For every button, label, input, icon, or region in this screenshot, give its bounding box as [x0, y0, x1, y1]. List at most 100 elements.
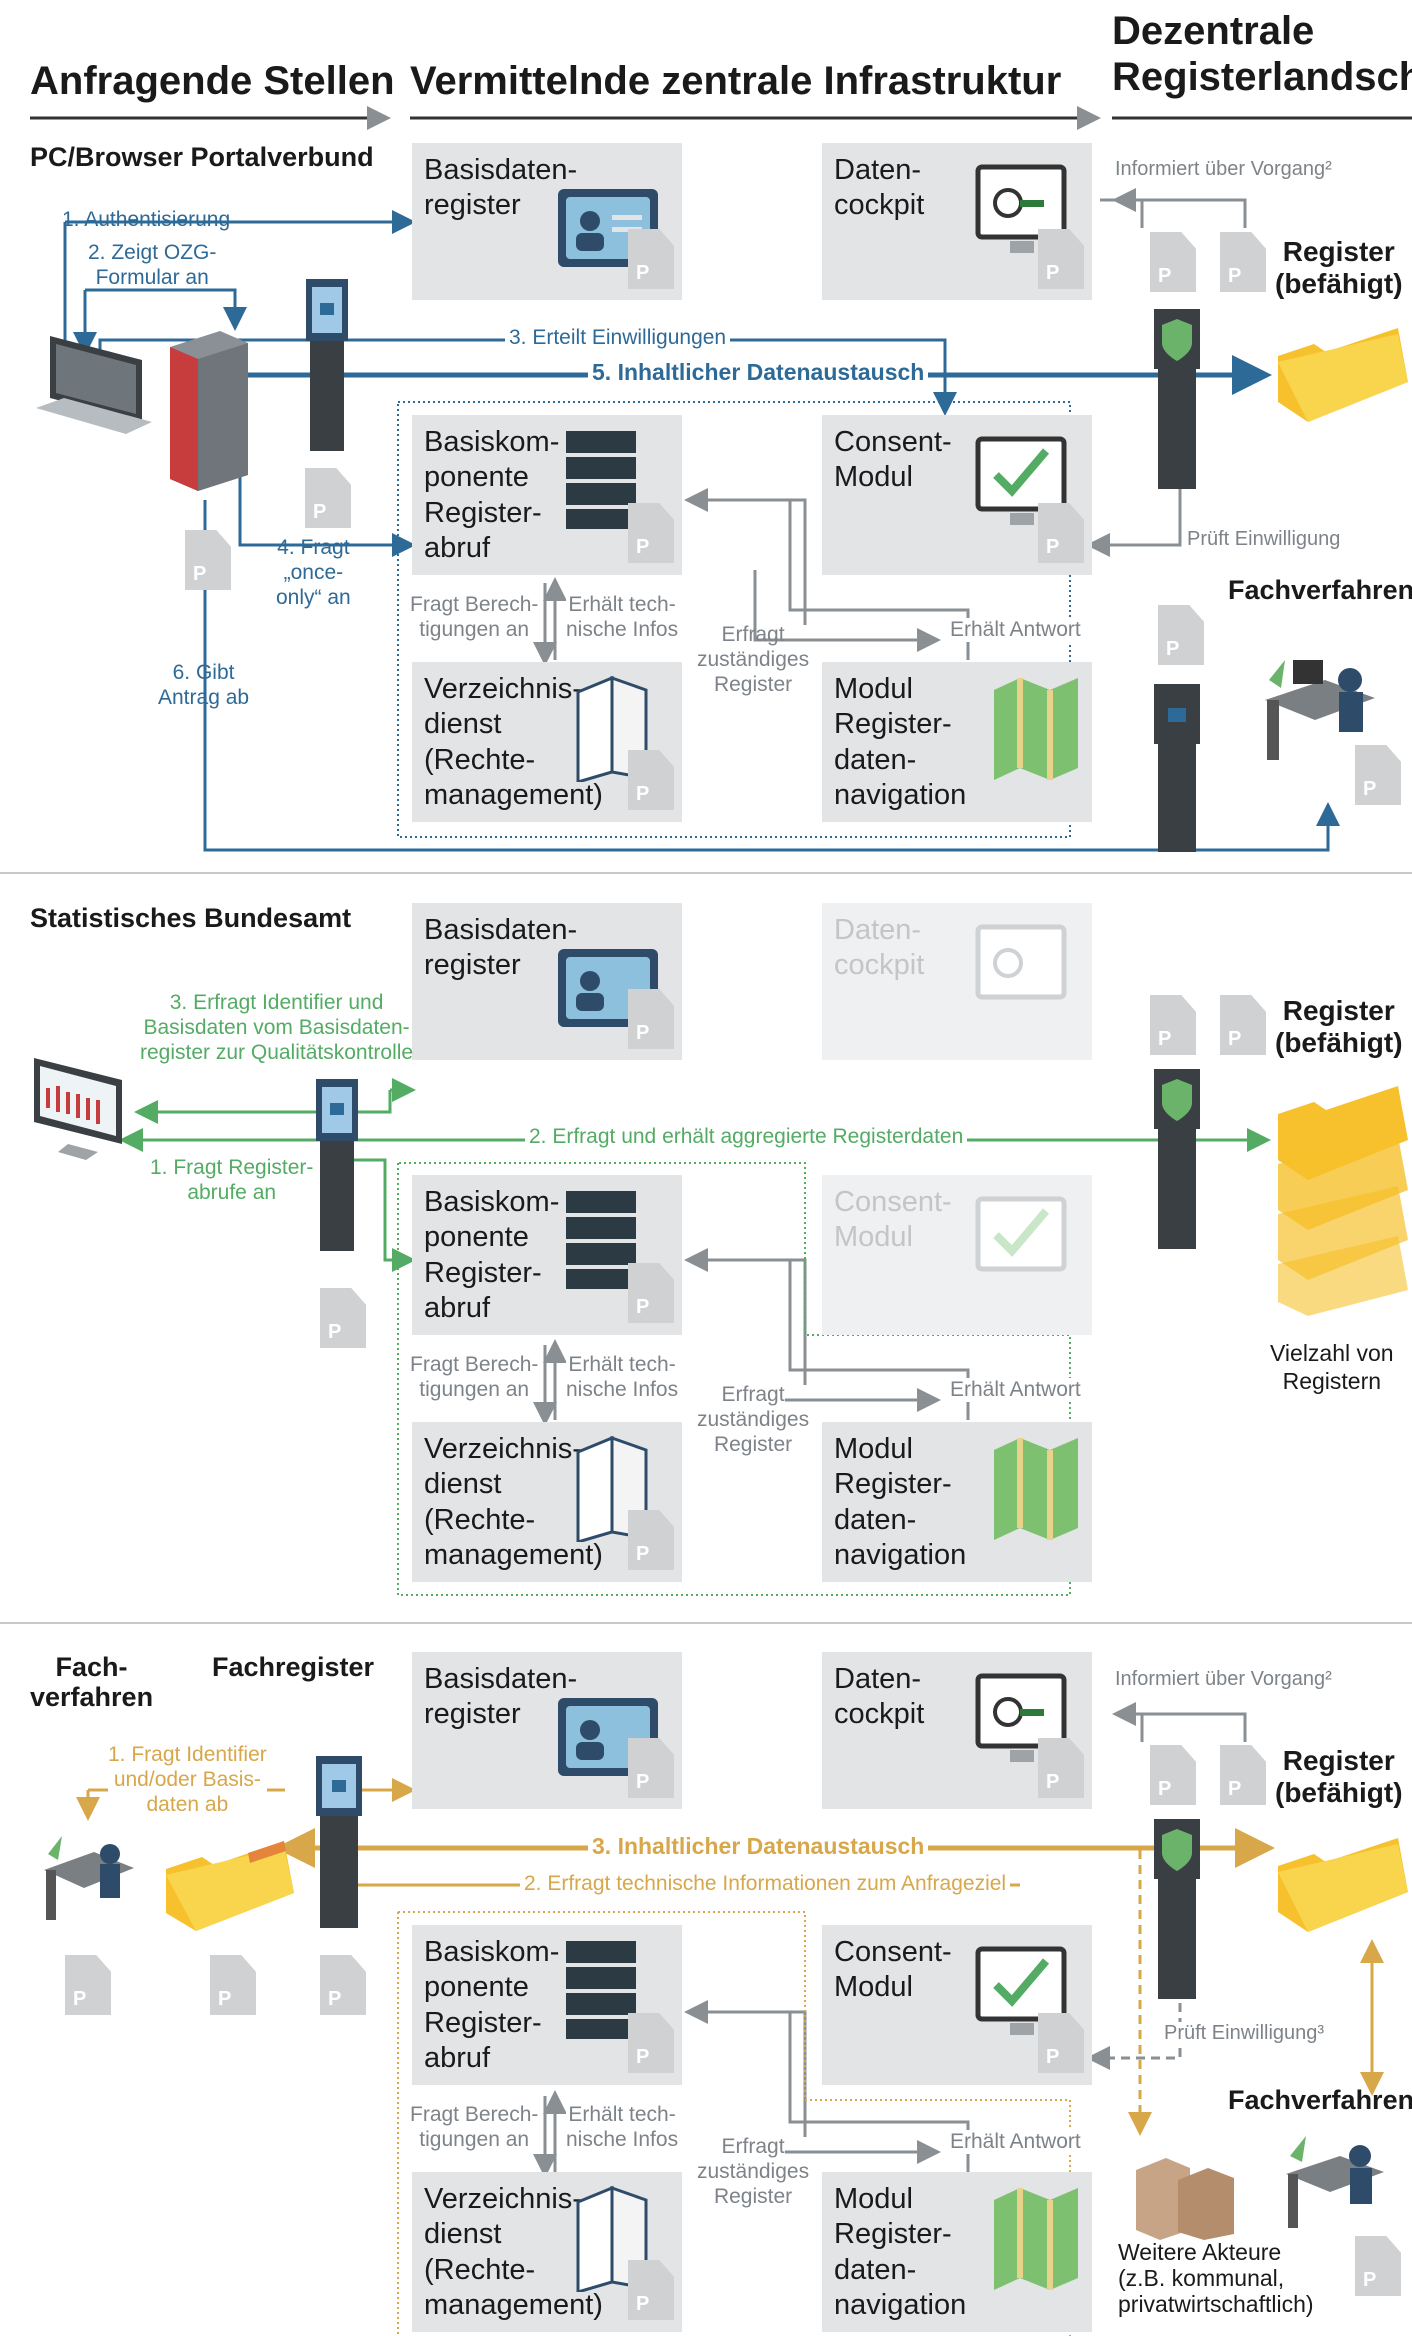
- box-label: Consent- Modul: [834, 1936, 952, 2004]
- fachverfahren-label: Fachverfahren: [1228, 575, 1412, 605]
- folder-icon: [1278, 328, 1408, 422]
- prueft-label: Prüft Einwilligung³: [1162, 2022, 1327, 2045]
- box-label: Verzeichnis- dienst (Rechte- management): [424, 2183, 603, 2322]
- box-label: Daten- cockpit: [834, 154, 925, 222]
- box-label: Modul Register- daten- navigation: [834, 2183, 967, 2322]
- map-icon: [994, 678, 1078, 780]
- section1-blue-lines: [53, 210, 1340, 852]
- lock-terminal-icon: [306, 279, 348, 451]
- erhaelt-antwort: Erhält Antwort: [950, 618, 1081, 642]
- step3-datenaustausch: 3. Inhaltlicher Datenaustausch: [588, 1833, 929, 1860]
- box-label: Daten- cockpit: [834, 1663, 925, 1731]
- box-basiskomponente: Basiskom- ponente Register- abruf: [412, 415, 682, 575]
- folder-icon: [166, 1841, 294, 1931]
- step2-erfragt-technische: 2. Erfragt technische Informationen zum …: [520, 1872, 1011, 1896]
- document-icon: [1150, 995, 1196, 1055]
- document-icon: [1150, 232, 1196, 292]
- document-icon: [628, 229, 674, 289]
- server-stack-icon: [566, 431, 636, 529]
- erhaelt-tech-infos: Erhält tech- nische Infos: [566, 2102, 679, 2153]
- box-label: Daten- cockpit: [834, 914, 925, 982]
- box-label: Verzeichnis- dienst (Rechte- management): [424, 1433, 603, 1572]
- erfragt-zustaendiges: Erfragt zuständiges Register: [697, 1383, 810, 1457]
- section3-dotted-frame: [397, 1911, 1071, 2336]
- id-card-icon: [558, 949, 658, 1027]
- document-icon: [628, 750, 674, 810]
- document-icon: [1038, 2013, 1084, 2073]
- box-label: Basisdaten- register: [424, 154, 578, 222]
- box-verzeichnisdienst: Verzeichnis- dienst (Rechte- management): [412, 662, 682, 822]
- desktop-monitor-icon: [34, 1058, 122, 1160]
- document-icon: [1038, 503, 1084, 563]
- shield-terminal-icon: [1154, 1819, 1200, 1999]
- box-label: Basisdaten- register: [424, 914, 578, 982]
- box-label: Modul Register- daten- navigation: [834, 673, 967, 812]
- lock-terminal-icon: [1154, 684, 1200, 852]
- informiert-label: Informiert über Vorgang²: [1115, 158, 1332, 180]
- box-label: Basiskom- ponente Register- abruf: [424, 1186, 560, 1325]
- document-icon: [628, 2260, 674, 2320]
- register-befaehigt: Register (befähigt): [1275, 236, 1403, 300]
- section-separator: [0, 1622, 1412, 1624]
- vielzahl-label: Vielzahl von Registern: [1270, 1340, 1394, 1394]
- step5-datenaustausch: 5. Inhaltlicher Datenaustausch: [588, 359, 929, 386]
- box-label: Basiskom- ponente Register- abruf: [424, 426, 560, 565]
- box-modul-navigation: Modul Register- daten- navigation: [822, 1422, 1092, 1582]
- office-worker-icon: [1286, 2136, 1384, 2228]
- informiert-label: Informiert über Vorgang²: [1115, 1668, 1332, 1690]
- server-tower-icon: [170, 331, 248, 491]
- monitor-key-icon: [975, 924, 1067, 1000]
- box-consent-modul: Consent- Modul: [822, 415, 1092, 575]
- box-modul-navigation: Modul Register- daten- navigation: [822, 662, 1092, 822]
- document-icon: [628, 503, 674, 563]
- box-label: Verzeichnis- dienst (Rechte- management): [424, 673, 603, 812]
- document-icon: [320, 1955, 366, 2015]
- erfragt-zustaendiges: Erfragt zuständiges Register: [697, 623, 810, 697]
- document-icon: [628, 989, 674, 1049]
- header-vermittelnde: Vermittelnde zentrale Infrastruktur: [410, 59, 1062, 103]
- monitor-key-icon: [975, 1673, 1067, 1762]
- document-icon: [628, 2013, 674, 2073]
- box-datencockpit: Daten- cockpit: [822, 143, 1092, 300]
- weitere-akteure-label: Weitere Akteure (z.B. kommunal, privatwi…: [1118, 2239, 1314, 2317]
- monitor-check-icon: [975, 436, 1067, 525]
- box-verzeichnisdienst: Verzeichnis- dienst (Rechte- management): [412, 1422, 682, 1582]
- monitor-check-icon: [975, 1946, 1067, 2035]
- section2-subtitle: Statistisches Bundesamt: [30, 903, 352, 933]
- step4-fragt-once-only: 4. Fragt „once- only“ an: [276, 536, 351, 610]
- step6-gibt-antrag: 6. Gibt Antrag ab: [158, 661, 250, 710]
- folder-stack-icon: [1278, 1086, 1408, 1316]
- box-basisdatenregister: Basisdaten- register: [412, 903, 682, 1060]
- step2-zeigt-formular: 2. Zeigt OZG- Formular an: [88, 241, 217, 290]
- box-label: Consent- Modul: [834, 1186, 952, 1254]
- step3-erfragt-identifier: 3. Erfragt Identifier und Basisdaten vom…: [140, 991, 414, 1065]
- step1-authentisierung: 1. Authentisierung: [62, 208, 231, 231]
- document-icon: [1158, 605, 1204, 665]
- box-label: Modul Register- daten- navigation: [834, 1433, 967, 1572]
- map-icon: [994, 1438, 1078, 1540]
- document-icon: [185, 530, 231, 590]
- lock-terminal-icon: [316, 1756, 362, 1928]
- erfragt-zustaendiges: Erfragt zuständiges Register: [697, 2135, 810, 2209]
- document-icon: [1355, 2236, 1401, 2296]
- header-anfragende: Anfragende Stellen: [30, 59, 395, 103]
- box-basisdatenregister: Basisdaten- register: [412, 143, 682, 300]
- shield-terminal-icon: [1154, 1069, 1200, 1249]
- erhaelt-tech-infos: Erhält tech- nische Infos: [566, 1352, 679, 1403]
- document-icon: [1220, 995, 1266, 1055]
- box-basiskomponente: Basiskom- ponente Register- abruf: [412, 1175, 682, 1335]
- box-modul-navigation: Modul Register- daten- navigation: [822, 2172, 1092, 2332]
- folder-icon: [1278, 1838, 1408, 1932]
- fachregister-label: Fachregister: [212, 1652, 375, 1682]
- erhaelt-antwort: Erhält Antwort: [950, 2130, 1081, 2154]
- fragt-berechtigungen: Fragt Berech- tigungen an: [410, 1352, 539, 1403]
- section2-dotted-frame: [397, 1162, 1071, 1596]
- server-stack-icon: [566, 1941, 636, 2039]
- section1-subtitle: PC/Browser Portalverbund: [30, 142, 374, 172]
- office-worker-icon: [44, 1836, 134, 1920]
- document-icon: [1220, 232, 1266, 292]
- monitor-check-icon: [975, 1196, 1067, 1272]
- box-basisdatenregister: Basisdaten- register: [412, 1652, 682, 1809]
- buildings-icon: [1136, 2158, 1234, 2240]
- laptop-icon: [36, 336, 152, 434]
